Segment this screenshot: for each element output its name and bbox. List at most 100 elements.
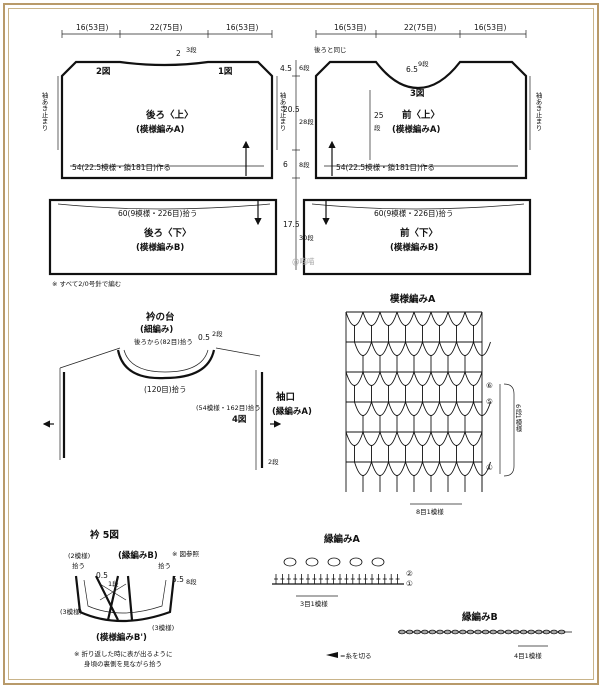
front-top-title: 前〈上〉 [402,109,440,121]
pattern-a-arch [345,311,364,326]
pattern-a-arch [396,431,415,446]
edge-b-chain [550,629,558,635]
collar-band-from-back: 後ろから(82目)拾う [134,337,193,346]
back-bottom-pattern: (模様編みB) [136,242,184,253]
pattern-a-arch [422,461,440,476]
pattern-a-arch [430,371,449,386]
pattern-a-arch [388,401,406,416]
collar-pattern-b: (縁編みB) [118,550,158,561]
edge-b-chain [443,629,452,635]
pattern-a-repeat-rows: 6段1模様 [514,404,522,432]
pattern-a-arch [371,401,389,416]
edge-b-chain [527,629,535,635]
front-width-center: 22(75目) [404,23,437,32]
edge-b-chain [519,629,528,635]
pattern-a-chart: 模様編みA ⑥ ⑤ ① 6段1模様 8目1模様 [345,293,522,516]
edge-a-repeat: 3目1模様 [300,599,328,608]
watermark: @喵喵 [292,257,315,266]
front-bottom-pattern: (模様編みB) [390,242,438,253]
collar-band-pattern: (細編み) [140,324,173,335]
middle-dimensions: 4.5 6段 20.5 28段 6 8段 17.5 30段 [280,60,314,270]
cuff-pickup: (54模様・162目)拾う [196,403,261,412]
pattern-a-arch [405,461,423,476]
back-top-panel: 16(53目) 22(75目) 16(53目) 2 3段 2図 1図 後ろ〈上〉… [40,23,286,180]
front-height-rows: 段 [374,123,381,132]
edge-b-chain [398,629,406,635]
edge-a-picot [371,557,385,567]
front-width-right: 16(53目) [474,23,507,32]
dim-d1: 4.5 [280,64,292,73]
cut-note: =糸を切る [340,651,371,660]
cut-yarn-legend: =糸を切る [326,651,371,660]
pattern-a-arch [413,371,432,386]
edge-b-chart: 縁編みB 4目1模様 [398,611,572,660]
dim-d1-rows: 6段 [299,63,310,72]
edge-b-chain [542,629,551,635]
fig2-label: 2図 [96,67,110,77]
collar-title: 衿 5図 [90,529,119,541]
edge-b-chain [436,629,444,635]
cuff-pattern: (縁編みA) [272,406,312,417]
pattern-a-arch [396,371,415,386]
pattern-a-arch [447,431,466,446]
front-pickup: 60(9模様・226目)拾う [374,208,453,218]
pattern-a-arch [405,401,423,416]
cuff-diagram: 袖口 (縁編みA) (54模様・162目)拾う 4図 2段 [196,370,312,470]
dim-d2-rows: 28段 [299,117,314,126]
pattern-a-arch [464,311,483,326]
edge-a-picot [327,557,341,567]
same-as-back: 後ろと同じ [314,45,347,54]
back-armhole-right: 袖あき止まり [278,91,286,132]
back-width-center: 22(75目) [150,23,183,32]
cuff-rows: 2段 [268,457,279,466]
pattern-a-row6: ⑥ [486,381,493,390]
pattern-a-arch [362,371,381,386]
edge-b-chain [428,629,437,635]
collar-d2: 5.5 [172,575,184,584]
pattern-a-arch [354,401,372,416]
pattern-a-arch [405,341,423,356]
edge-b-chain [474,629,482,635]
collar-pickup-right: 拾う [158,561,171,570]
dim-d3: 6 [283,160,288,169]
edge-b-repeat: 4目1模様 [514,651,542,660]
pattern-a-title: 模様編みA [390,293,436,305]
cuff-title: 袖口 [275,391,295,403]
collar-pattern-b2: (模様編みB') [96,632,147,643]
pattern-a-arch [413,431,432,446]
front-bottom-title: 前〈下〉 [400,227,438,239]
pattern-a-arch [439,401,457,416]
edge-a-row2: ② [406,569,413,578]
dim-d3-rows: 8段 [299,160,310,169]
edge-b-chain [466,629,475,635]
pattern-a-row1: ① [486,463,493,472]
collar-three-motif-a: (3模様) [60,607,82,616]
pattern-a-arch [464,431,483,446]
edge-b-chain [557,629,566,635]
pattern-a-arch [439,461,457,476]
pattern-a-arch [362,431,381,446]
collar-two-motif: (2模様) [68,551,90,560]
pattern-a-arch [439,341,457,356]
back-neck-rows: 3段 [186,45,197,54]
edge-a-row1: ① [406,579,413,588]
edge-b-title: 縁編みB [462,611,498,623]
back-width-left: 16(53目) [76,23,109,32]
dim-d4: 17.5 [283,220,300,229]
pattern-a-arch [371,461,389,476]
edge-b-chain [481,629,490,635]
collar-band-height: 0.5 [198,333,210,342]
pattern-a-arch [430,311,449,326]
front-neck-depth: 6.5 [406,65,418,74]
back-top-title: 後ろ〈上〉 [146,109,194,121]
front-armhole-right: 袖あき止まり [534,91,542,132]
fig3-label: 3図 [410,89,424,99]
edge-b-chain [504,629,513,635]
pattern-a-arch [345,431,364,446]
edge-b-chain [420,629,429,635]
collar-pickup-left: 拾う [72,561,85,570]
pattern-a-repeat-sts: 8目1模様 [416,507,444,516]
collar-three-motif-b: (3模様) [152,623,174,632]
pattern-a-arch [345,371,364,386]
